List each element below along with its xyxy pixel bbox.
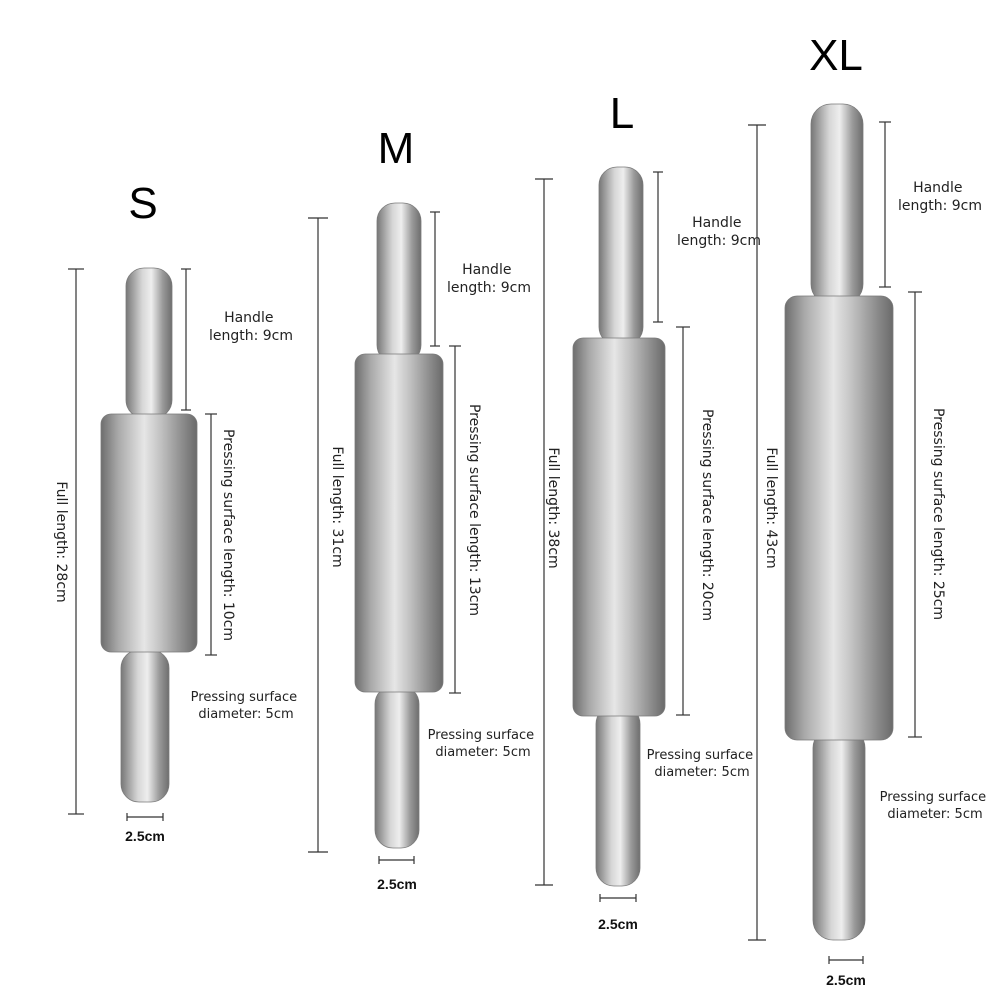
pressing-length-label-l: Pressing surface length: 20cm [699,409,715,621]
roller-body-m [354,202,444,849]
handle-length-label-l: Handle length: 9cm [677,215,761,249]
handle-length-bracket-m [430,211,440,347]
full-length-label-xl: Full length: 43cm [763,447,779,568]
handle-diameter-label-l: 2.5cm [598,916,638,932]
roller-m: M Full length: 31cm Handle length: 9cm P… [308,124,539,892]
diameter-label-s: Pressing surface diameter: 5cm [191,690,302,722]
pressing-length-bracket-s [205,413,217,656]
roller-l: L Full length: 38cm Handle length: 9cm P… [535,89,761,932]
handle-length-bracket-s [181,268,191,411]
handle-length-bracket-l [653,171,663,323]
size-label-xl: XL [809,31,863,80]
size-label-s: S [128,179,157,228]
handle-diameter-marker-xl [828,956,864,964]
roller-body-xl [784,103,894,941]
pressing-length-label-s: Pressing surface length: 10cm [220,429,236,641]
handle-length-label-m: Handle length: 9cm [447,262,531,296]
full-length-label-m: Full length: 31cm [329,446,345,567]
pressing-length-bracket-m [449,345,461,694]
pressing-length-bracket-xl [908,291,922,738]
handle-diameter-label-m: 2.5cm [377,876,417,892]
full-length-bracket-s [68,268,84,815]
pressing-length-label-m: Pressing surface length: 13cm [466,404,482,616]
pressing-length-bracket-l [676,326,690,716]
roller-body-l [572,166,666,887]
handle-diameter-label-s: 2.5cm [125,828,165,844]
roller-xl: XL Full length: 43cm Handle length: 9cm … [748,31,991,988]
full-length-label-l: Full length: 38cm [545,447,561,568]
pressing-length-label-xl: Pressing surface length: 25cm [930,408,946,620]
size-label-m: M [378,124,415,173]
full-length-bracket-m [308,217,328,853]
full-length-bracket-xl [748,124,766,941]
diameter-label-xl: Pressing surface diameter: 5cm [880,790,991,822]
roller-body-s [100,267,198,803]
handle-diameter-marker-l [599,894,637,902]
handle-length-label-s: Handle length: 9cm [209,310,293,344]
handle-length-bracket-xl [879,121,891,288]
roller-s: S Full length: 28cm Handle length: 9cm [53,179,302,844]
handle-length-label-xl: Handle length: 9cm [898,180,982,214]
diameter-label-m: Pressing surface diameter: 5cm [428,728,539,760]
handle-diameter-label-xl: 2.5cm [826,972,866,988]
handle-diameter-marker-m [378,856,415,864]
full-length-label-s: Full length: 28cm [53,481,69,602]
size-label-l: L [610,89,634,138]
handle-diameter-marker-s [126,813,164,821]
full-length-bracket-l [535,178,553,886]
diameter-label-l: Pressing surface diameter: 5cm [647,748,758,780]
